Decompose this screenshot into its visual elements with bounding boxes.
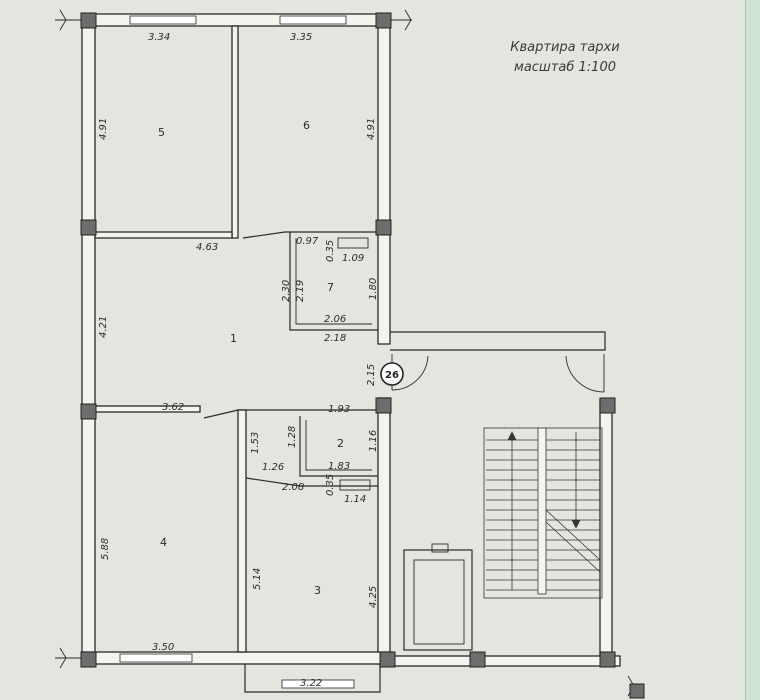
break-mark-bottom-left [59,647,67,669]
room-4-label: 4 [160,536,167,549]
dim-room5-width: 3.34 [148,32,170,43]
plan-title-name: Квартира тархи [510,40,620,55]
dim-2-19: 2.19 [295,280,306,302]
dim-hall-top: 4.63 [196,242,218,253]
dim-2-18: 2.18 [324,333,346,344]
bottom-wall-right [391,655,621,667]
corridor-top-wall [390,331,606,351]
wall-5-1 [94,231,233,239]
room-2-walls [299,416,378,477]
plan-title: Квартира тархи масштаб 1:100 [470,38,660,78]
page-edge-strip [745,0,760,700]
window-bottom-right [281,679,355,689]
room-7-label: 7 [327,281,334,294]
apartment-number-marker [380,362,404,386]
dim-2-15: 2.15 [366,364,377,386]
wall-6-1 [242,231,378,239]
dim-3-62: 3.62 [162,402,184,413]
wall-4-3 [237,409,247,653]
dim-room6-width: 3.35 [290,32,312,43]
dim-room5-depth: 4.91 [98,118,109,140]
dim-1-53: 1.53 [250,432,261,454]
entrance-door-swing [391,355,429,391]
dim-room3-width: 3.22 [300,678,322,689]
room-3-label: 3 [314,584,321,597]
dim-2-06: 2.06 [324,314,346,325]
dim-1-09: 1.09 [342,253,364,264]
apartment-number: 26 [385,370,399,381]
window-top-right [279,15,347,25]
dim-room3-right: 4.25 [368,586,379,608]
dim-0-97: 0.97 [296,236,319,247]
dim-1-16: 1.16 [368,430,379,452]
room-1-label: 1 [230,332,237,345]
columns [80,12,645,699]
dim-0-35-top: 0.35 [325,240,336,262]
room-5-label: 5 [158,126,165,139]
right-wall-upper [377,13,391,345]
room-2-label: 2 [337,437,344,450]
break-mark-top-right [404,9,412,31]
wall-5-6 [231,25,239,239]
bay-bottom [244,664,381,693]
dim-room4-depth: 5.88 [100,538,111,560]
dim-hall-depth: 4.21 [98,316,109,338]
dim-2-30: 2.30 [281,280,292,302]
dim-room3-depth: 5.14 [252,568,263,590]
right-wall-lower [377,397,391,665]
elevator-shaft [403,549,473,651]
dim-1-93: 1.93 [328,404,350,415]
dim-2-08: 2.08 [282,482,304,493]
left-wall [81,13,96,665]
room-6-label: 6 [303,119,310,132]
dim-0-35-bottom: 0.35 [325,474,336,496]
dim-1-26: 1.26 [262,462,284,473]
window-top-left [129,15,197,25]
staircase [483,427,603,599]
dim-1-83: 1.83 [328,461,350,472]
plan-title-scale: масштаб 1:100 [514,60,616,75]
break-mark-top-left [59,9,67,31]
dim-room4-width: 3.50 [152,642,174,653]
dim-1-80: 1.80 [368,278,379,300]
dim-1-14: 1.14 [344,494,366,505]
window-bottom-left [119,653,193,663]
dim-room6-depth: 4.91 [366,118,377,140]
fixture-7 [337,237,369,249]
dim-1-28: 1.28 [287,426,298,448]
stair-door-swing [565,355,605,393]
fixture-2 [339,479,371,491]
